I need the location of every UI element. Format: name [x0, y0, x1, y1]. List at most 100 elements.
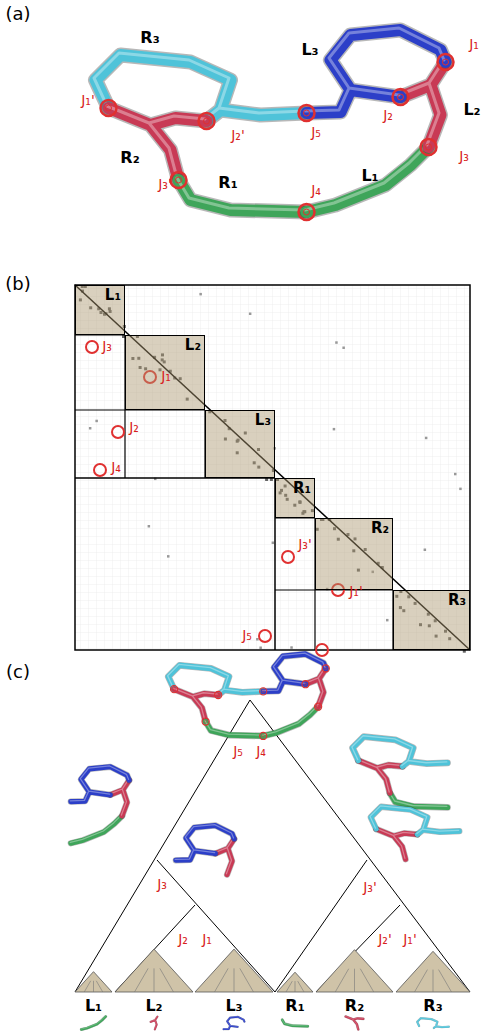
block-label: L₂ — [126, 336, 204, 354]
junction-label: J₃' — [158, 177, 172, 192]
junction-label: J₂ — [129, 420, 139, 435]
junction-mark — [112, 426, 124, 438]
matrix-entry — [342, 347, 345, 350]
subtree-detail — [295, 981, 296, 992]
molecule-thumbnail — [282, 1019, 308, 1026]
chain-segment — [110, 779, 130, 816]
junction-label: J₃' — [363, 880, 377, 895]
panel-label: (c) — [6, 662, 30, 682]
junction-label: J₂' — [231, 128, 245, 143]
subtree-detail — [96, 981, 102, 992]
chain-segment — [81, 1016, 106, 1029]
junction-label: J₄ — [256, 744, 266, 759]
part-label: L₃ — [225, 997, 242, 1015]
matrix-entry — [249, 313, 252, 316]
part-label: L₂ — [145, 997, 162, 1015]
junction-mark — [316, 644, 328, 656]
subtree-detail — [215, 968, 229, 992]
junction-label: J₁ — [161, 369, 171, 384]
junction-label: J₁ — [469, 37, 479, 52]
block-label: R₃ — [394, 591, 469, 609]
junction-label: J₃ — [157, 877, 167, 892]
matrix-block: R₂ — [315, 518, 393, 590]
molecule-thumbnail — [417, 1018, 449, 1028]
tree-edge — [75, 700, 250, 992]
junction-mark — [282, 551, 294, 563]
chain-segment — [305, 145, 429, 212]
subtree — [195, 949, 273, 992]
chain-segment — [107, 106, 207, 180]
molecule-thumbnail — [94, 28, 454, 220]
matrix-entry — [424, 549, 427, 552]
block-label: L₃ — [206, 411, 274, 429]
subtree — [75, 972, 112, 992]
part-label: R₃ — [140, 29, 159, 47]
molecule-thumbnail — [223, 1016, 244, 1029]
matrix-entry — [199, 293, 202, 296]
subtree-detail — [439, 970, 452, 992]
chain-segment — [215, 838, 235, 875]
subtree — [277, 972, 313, 992]
part-label: R₁ — [218, 174, 237, 192]
panel-label: (b) — [5, 274, 30, 294]
junction-mark — [259, 630, 271, 642]
chain-segment — [376, 828, 418, 859]
matrix-entry — [256, 638, 259, 641]
junction-label: J₂' — [378, 932, 392, 947]
part-label: L₁ — [85, 997, 102, 1015]
matrix-entry — [333, 428, 336, 431]
matrix-block: L₁ — [75, 285, 125, 335]
molecule-thumbnail — [352, 736, 448, 808]
molecule-thumbnail — [175, 825, 234, 875]
subtree-detail — [154, 968, 155, 992]
matrix-entry — [290, 646, 293, 649]
block-label: L₁ — [76, 286, 124, 304]
matrix-block: L₃ — [205, 410, 275, 478]
junction-label: J₂ — [383, 108, 393, 123]
subtree-detail — [360, 969, 373, 992]
chain-segment — [175, 825, 234, 861]
matrix-block: R₃ — [393, 590, 470, 650]
junction-mark — [94, 464, 106, 476]
junction-label: J₅ — [311, 125, 321, 140]
junction-label: J₂ — [178, 932, 188, 947]
molecule-thumbnail — [70, 766, 129, 843]
junction-label: J₅ — [233, 744, 243, 759]
junction-label: J₄ — [311, 183, 321, 198]
subtree — [316, 950, 393, 992]
matrix-entry — [95, 420, 98, 423]
chain-segment — [150, 1016, 157, 1029]
subtree-detail — [234, 968, 235, 992]
subtree-detail — [93, 981, 94, 992]
molecule-thumbnail — [345, 1016, 363, 1029]
matrix-entry — [167, 555, 170, 558]
chain-segment — [263, 653, 326, 691]
chain-segment — [223, 1016, 244, 1029]
junction-label: J₃ — [102, 339, 112, 354]
matrix-entry — [459, 488, 462, 491]
part-label: L₃ — [301, 41, 318, 59]
part-label: L₁ — [361, 167, 378, 185]
junction-label: J₄ — [111, 460, 121, 475]
matrix-entry — [454, 473, 457, 476]
subtree-detail — [84, 981, 90, 992]
junction-label: J₁' — [81, 93, 95, 108]
part-label: L₂ — [463, 101, 480, 119]
junction-label: J₃' — [298, 537, 312, 552]
part-label: R₃ — [423, 997, 442, 1015]
molecule-thumbnail — [370, 806, 459, 859]
subtree-detail — [286, 981, 292, 992]
subtree-detail — [135, 968, 149, 992]
junction-label: J₅ — [242, 628, 252, 643]
block-label: R₁ — [276, 479, 314, 497]
matrix-entry — [272, 542, 275, 545]
diagonal — [75, 285, 470, 650]
tree-edge — [316, 905, 400, 992]
matrix-entry — [259, 647, 262, 650]
molecule-thumbnail — [81, 1016, 106, 1029]
matrix-entry — [386, 619, 389, 622]
panel-label: (a) — [5, 4, 30, 24]
junction-label: J₁' — [349, 584, 363, 599]
